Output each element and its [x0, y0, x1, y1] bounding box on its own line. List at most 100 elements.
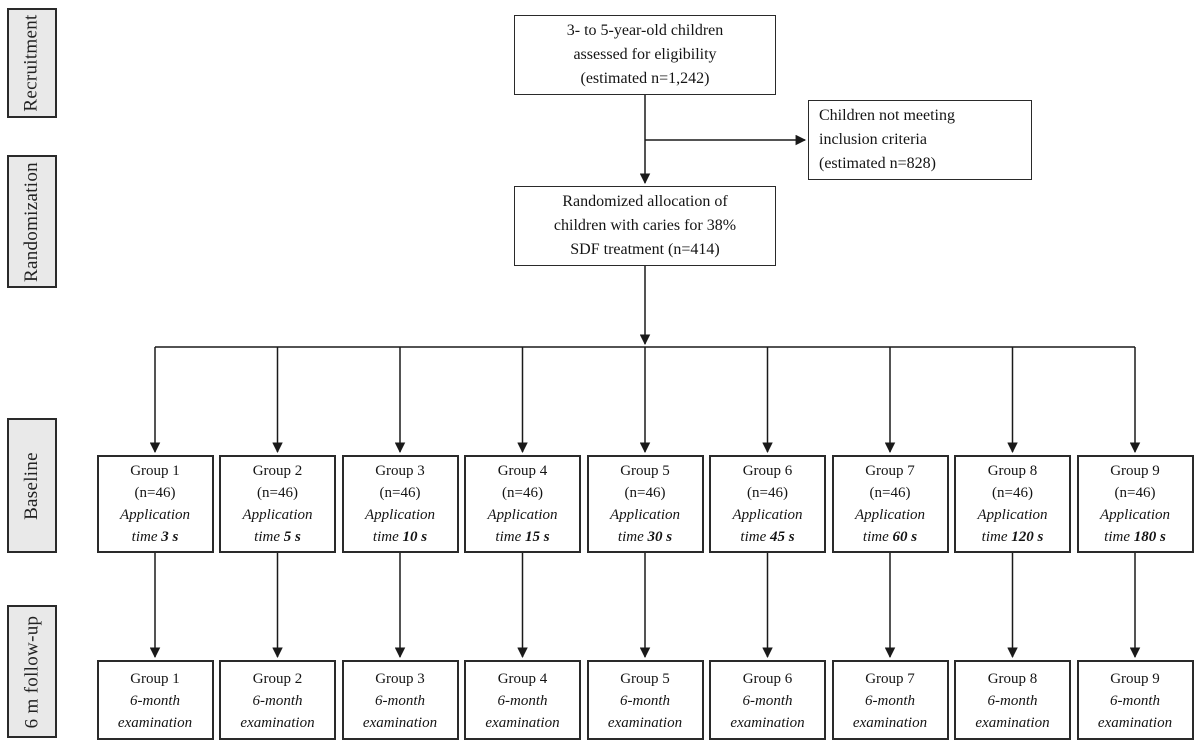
group-name: Group 7	[865, 671, 915, 687]
stage-label-followup: 6 m follow-up	[7, 605, 57, 738]
baseline-group-7-box: Group 7 (n=46) Application time 60 s	[831, 455, 949, 553]
group-name: Group 5	[620, 671, 670, 687]
followup-group-4-box: Group 4 6-month examination	[464, 660, 581, 740]
application-label: Application	[855, 507, 925, 523]
randomization-line-3: SDF treatment (n=414)	[570, 241, 720, 258]
group-n: (n=46)	[134, 485, 176, 501]
randomization-line-1: Randomized allocation of	[562, 193, 728, 210]
baseline-group-1-box: Group 1 (n=46) Application time 3 s	[96, 455, 214, 553]
stage-label-text: Randomization	[21, 161, 42, 282]
followup-line-3: examination	[730, 715, 805, 731]
application-time: time 10 s	[344, 526, 457, 548]
baseline-group-8-box: Group 8 (n=46) Application time 120 s	[954, 455, 1071, 553]
eligibility-line-3: (estimated n=1,242)	[580, 70, 710, 87]
followup-line-2: 6-month	[987, 693, 1038, 709]
randomization-box: Randomized allocation of children with c…	[514, 186, 776, 266]
group-n: (n=46)	[379, 485, 421, 501]
time-value: 5 s	[283, 529, 301, 545]
followup-line-3: examination	[485, 715, 560, 731]
stage-label-recruitment: Recruitment	[7, 8, 57, 118]
group-n: (n=46)	[747, 485, 788, 501]
group-name: Group 8	[987, 463, 1038, 479]
time-word: time	[740, 529, 767, 545]
group-name: Group 4	[497, 671, 548, 687]
application-time: time 45 s	[711, 526, 824, 548]
group-n: (n=46)	[502, 485, 543, 501]
time-word: time	[254, 529, 280, 545]
group-name: Group 1	[130, 671, 180, 687]
group-name: Group 6	[742, 463, 793, 479]
followup-group-8-box: Group 8 6-month examination	[954, 660, 1071, 740]
application-label: Application	[242, 507, 313, 523]
time-word: time	[862, 529, 889, 545]
time-word: time	[372, 529, 399, 545]
group-n: (n=46)	[624, 485, 666, 501]
followup-line-3: examination	[852, 715, 928, 731]
application-label: Application	[977, 507, 1048, 523]
group-name: Group 8	[987, 671, 1038, 687]
stage-label-text: 6 m follow-up	[21, 615, 42, 728]
group-name: Group 6	[742, 671, 793, 687]
time-word: time	[981, 529, 1008, 545]
exclusion-line-3: (estimated n=828)	[819, 155, 936, 172]
eligibility-box: 3- to 5-year-old children assessed for e…	[514, 15, 776, 95]
application-label: Application	[610, 507, 680, 523]
time-word: time	[617, 529, 644, 545]
followup-line-3: examination	[117, 715, 193, 731]
stage-label-randomization: Randomization	[7, 155, 57, 288]
application-time: time 3 s	[99, 526, 212, 548]
time-value: 10 s	[402, 529, 428, 545]
followup-line-3: examination	[975, 715, 1050, 731]
exclusion-box: Children not meeting inclusion criteria …	[808, 100, 1032, 180]
followup-group-5-box: Group 5 6-month examination	[586, 660, 704, 740]
application-label: Application	[732, 507, 803, 523]
eligibility-line-2: assessed for eligibility	[573, 46, 717, 63]
group-name: Group 1	[130, 463, 180, 479]
group-n: (n=46)	[992, 485, 1033, 501]
followup-line-3: examination	[362, 715, 438, 731]
followup-line-2: 6-month	[742, 693, 793, 709]
followup-line-2: 6-month	[1110, 693, 1160, 709]
randomization-line-2: children with caries for 38%	[553, 217, 737, 234]
time-word: time	[131, 529, 158, 545]
group-name: Group 9	[1110, 463, 1160, 479]
group-name: Group 2	[252, 463, 303, 479]
baseline-group-9-box: Group 9 (n=46) Application time 180 s	[1076, 455, 1194, 553]
exclusion-line-2: inclusion criteria	[819, 131, 927, 148]
group-n: (n=46)	[1114, 485, 1156, 501]
time-value: 120 s	[1011, 529, 1044, 545]
baseline-group-2-box: Group 2 (n=46) Application time 5 s	[219, 455, 336, 553]
time-value: 15 s	[524, 529, 550, 545]
followup-line-3: examination	[240, 715, 315, 731]
followup-line-2: 6-month	[375, 693, 425, 709]
followup-group-3-box: Group 3 6-month examination	[341, 660, 459, 740]
application-label: Application	[120, 507, 190, 523]
time-value: 60 s	[892, 529, 918, 545]
application-time: time 180 s	[1079, 526, 1192, 548]
baseline-group-3-box: Group 3 (n=46) Application time 10 s	[341, 455, 459, 553]
eligibility-line-1: 3- to 5-year-old children	[566, 22, 724, 39]
followup-line-2: 6-month	[252, 693, 303, 709]
time-word: time	[1104, 529, 1130, 545]
time-word: time	[495, 529, 522, 545]
group-name: Group 7	[865, 463, 915, 479]
followup-group-9-box: Group 9 6-month examination	[1076, 660, 1194, 740]
application-time: time 5 s	[221, 526, 334, 548]
group-n: (n=46)	[869, 485, 911, 501]
group-name: Group 5	[620, 463, 670, 479]
application-time: time 15 s	[466, 526, 579, 548]
stage-label-text: Baseline	[21, 451, 43, 520]
followup-line-2: 6-month	[130, 693, 180, 709]
group-name: Group 4	[497, 463, 548, 479]
stage-label-text: Recruitment	[21, 14, 42, 112]
followup-line-3: examination	[607, 715, 683, 731]
application-time: time 30 s	[589, 526, 702, 548]
application-time: time 120 s	[956, 526, 1069, 548]
exclusion-line-1: Children not meeting	[819, 107, 955, 124]
application-label: Application	[365, 507, 435, 523]
baseline-group-4-box: Group 4 (n=46) Application time 15 s	[464, 455, 581, 553]
time-value: 180 s	[1133, 529, 1166, 545]
application-label: Application	[487, 507, 558, 523]
time-value: 45 s	[769, 529, 795, 545]
application-time: time 60 s	[834, 526, 947, 548]
